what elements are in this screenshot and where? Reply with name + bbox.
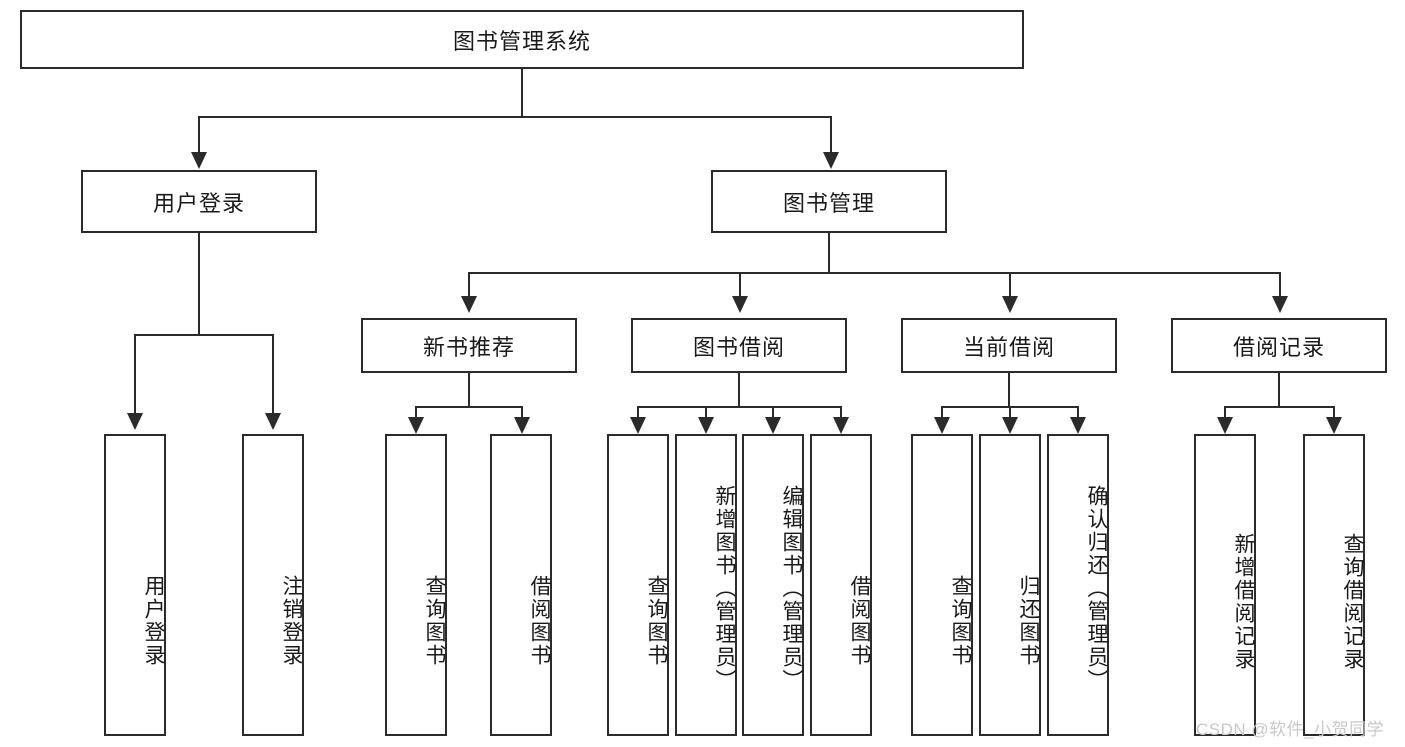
leaf-book-borrow-add-book-admin[interactable]: 新增图书（管理员） (675, 434, 737, 736)
arrow-book-manage-to-l3-4 (1272, 296, 1288, 313)
connector-current-borrow-to-leaf2 (1009, 406, 1011, 418)
node-user-login[interactable]: 用户登录 (81, 170, 317, 233)
connector-borrow-record-to-leaf2 (1333, 406, 1335, 418)
connector-book-borrow-to-leaf3 (772, 406, 774, 418)
watermark-text: CSDN @软件_小贺同学 (1196, 720, 1385, 739)
node-current-borrow[interactable]: 当前借阅 (901, 318, 1117, 373)
connector-book-borrow-to-leaf2 (705, 406, 707, 418)
arrow-current-borrow-to-leaf1 (934, 417, 950, 434)
connector-current-borrow-to-leaf3 (1077, 406, 1079, 418)
connector-book-manage-bar (468, 272, 1280, 274)
connector-current-borrow-to-leaf1 (941, 406, 943, 418)
arrow-book-manage-to-l3-2 (732, 296, 748, 313)
connector-user-login-stem (198, 233, 200, 335)
connector-root-to-book-manage (830, 116, 832, 153)
connector-root-stem (521, 69, 523, 117)
connector-book-manage-to-l3-1 (468, 272, 470, 297)
connector-book-manage-to-l3-4 (1279, 272, 1281, 297)
connector-borrow-record-bar (1224, 406, 1334, 408)
arrow-book-manage-to-l3-3 (1002, 296, 1018, 313)
leaf-book-borrow-edit-book-admin[interactable]: 编辑图书（管理员） (742, 434, 804, 736)
leaf-current-borrow-confirm-return-admin[interactable]: 确认归还（管理员） (1047, 434, 1109, 736)
connector-user-login-to-leaf2 (272, 334, 274, 414)
leaf-new-book-borrow-book[interactable]: 借阅图书 (490, 434, 552, 736)
connector-root-to-user-login (198, 116, 200, 153)
connector-user-login-to-leaf1 (134, 334, 136, 414)
connector-book-borrow-bar (637, 406, 842, 408)
node-borrow-record[interactable]: 借阅记录 (1171, 318, 1387, 373)
node-new-book-recommend[interactable]: 新书推荐 (361, 318, 577, 373)
leaf-borrow-record-add-record[interactable]: 新增借阅记录 (1194, 434, 1256, 736)
arrow-borrow-record-to-leaf1 (1217, 417, 1233, 434)
node-book-management[interactable]: 图书管理 (711, 170, 947, 233)
arrow-root-to-user-login (191, 152, 207, 169)
arrow-current-borrow-to-leaf3 (1070, 417, 1086, 434)
leaf-user-login-login[interactable]: 用户登录 (104, 434, 166, 736)
node-root-system[interactable]: 图书管理系统 (20, 10, 1024, 69)
arrow-current-borrow-to-leaf2 (1002, 417, 1018, 434)
connector-book-manage-to-l3-2 (739, 272, 741, 297)
connector-new-book-to-leaf2 (521, 406, 523, 418)
connector-new-book-stem (468, 373, 470, 407)
arrow-user-login-to-leaf1 (127, 413, 143, 430)
connector-book-manage-stem (828, 233, 830, 273)
leaf-book-borrow-borrow-book[interactable]: 借阅图书 (810, 434, 872, 736)
arrow-book-manage-to-l3-1 (461, 296, 477, 313)
arrow-borrow-record-to-leaf2 (1326, 417, 1342, 434)
leaf-user-login-logout[interactable]: 注销登录 (242, 434, 304, 736)
connector-new-book-bar (415, 406, 522, 408)
connector-current-borrow-stem (1008, 373, 1010, 407)
leaf-current-borrow-query-book[interactable]: 查询图书 (911, 434, 973, 736)
connector-user-login-bar (134, 334, 274, 336)
connector-book-borrow-to-leaf1 (637, 406, 639, 418)
arrow-book-borrow-to-leaf4 (833, 417, 849, 434)
arrow-new-book-to-leaf1 (408, 417, 424, 434)
arrow-book-borrow-to-leaf1 (630, 417, 646, 434)
arrow-root-to-book-manage (823, 152, 839, 169)
connector-book-borrow-stem (738, 373, 740, 407)
connector-book-manage-to-l3-3 (1009, 272, 1011, 297)
arrow-new-book-to-leaf2 (514, 417, 530, 434)
connector-book-borrow-to-leaf4 (840, 406, 842, 418)
arrow-book-borrow-to-leaf2 (698, 417, 714, 434)
leaf-new-book-query-book[interactable]: 查询图书 (385, 434, 447, 736)
connector-new-book-to-leaf1 (415, 406, 417, 418)
node-book-borrow[interactable]: 图书借阅 (631, 318, 847, 373)
connector-borrow-record-to-leaf1 (1224, 406, 1226, 418)
leaf-borrow-record-query-record[interactable]: 查询借阅记录 (1303, 434, 1365, 736)
leaf-current-borrow-return-book[interactable]: 归还图书 (979, 434, 1041, 736)
leaf-book-borrow-query-book[interactable]: 查询图书 (607, 434, 669, 736)
connector-borrow-record-stem (1278, 373, 1280, 407)
arrow-book-borrow-to-leaf3 (765, 417, 781, 434)
connector-root-bar (198, 116, 832, 118)
arrow-user-login-to-leaf2 (265, 413, 281, 430)
